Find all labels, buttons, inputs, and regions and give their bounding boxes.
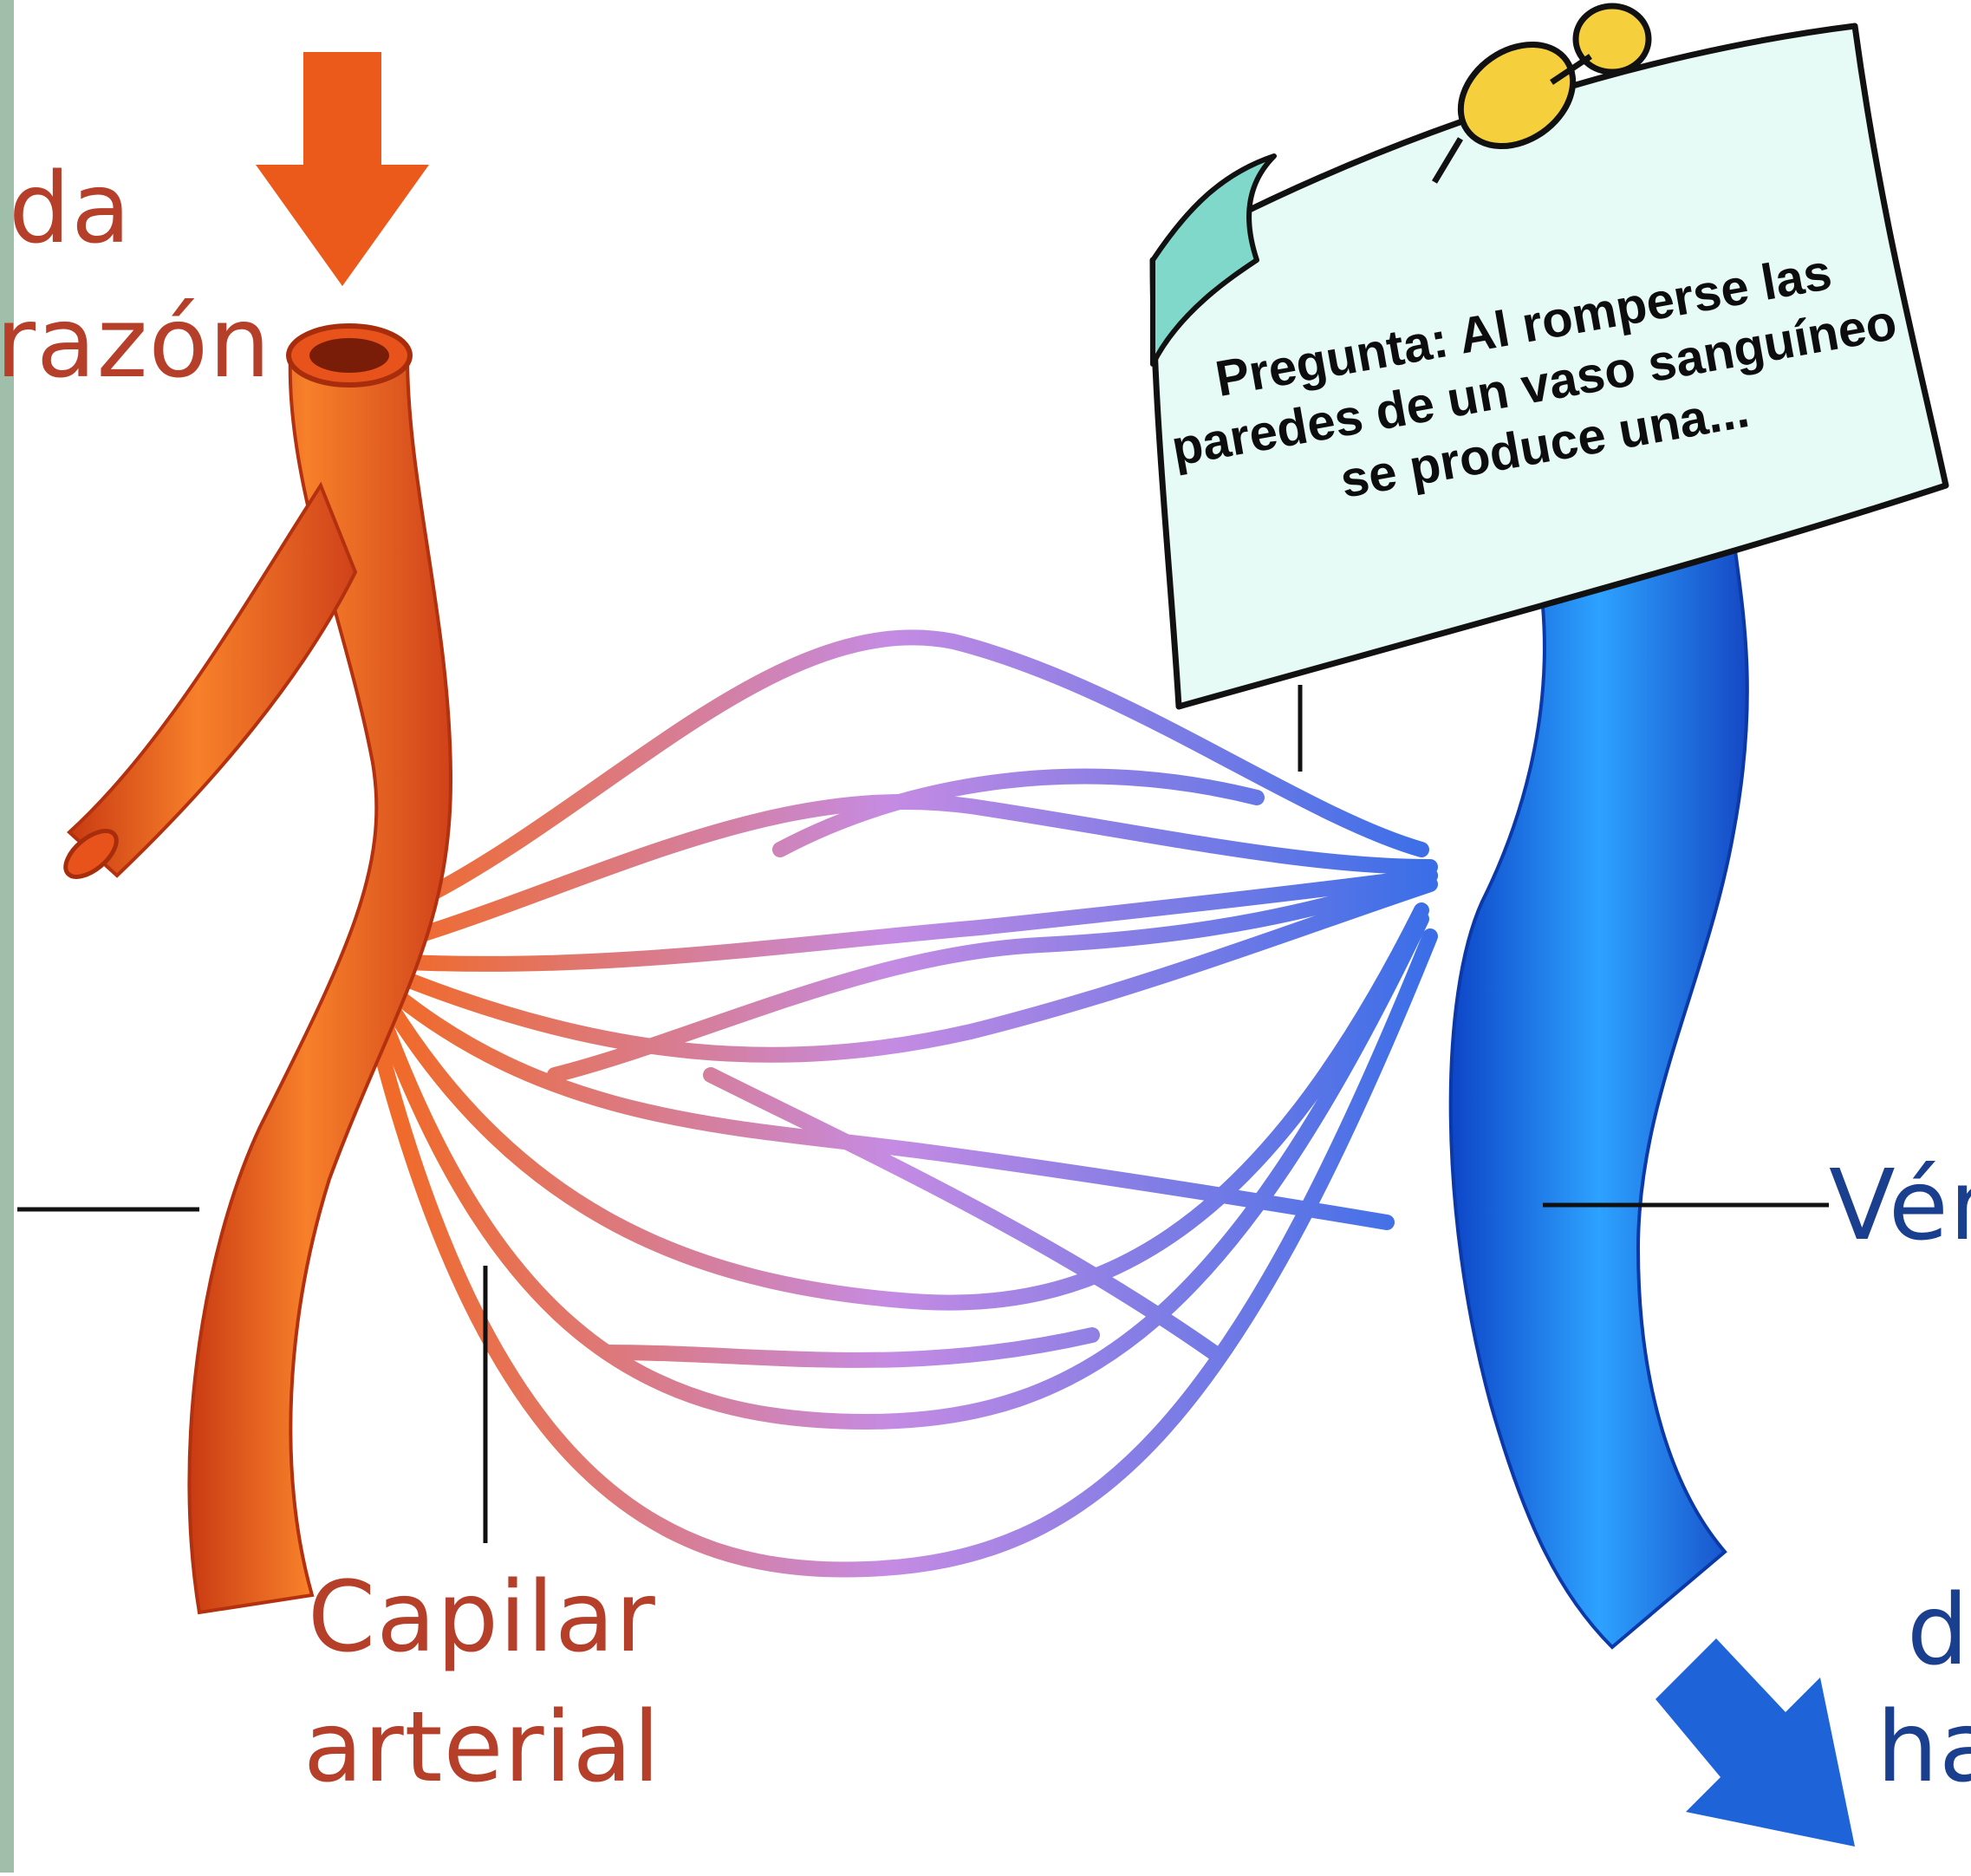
branch-opening — [63, 829, 119, 879]
label-top-left-line1: da — [9, 153, 132, 265]
capillary — [599, 1327, 1100, 1368]
capillary-network — [365, 629, 1438, 1578]
arrow-down-icon — [256, 52, 429, 286]
capillary — [408, 629, 1429, 909]
capillary — [400, 876, 1438, 1063]
label-bottom-right-line1: d — [1907, 1574, 1970, 1687]
label-bottom-right-line2: ha — [1877, 1691, 1971, 1804]
capillary — [547, 868, 1438, 1083]
label-right-mid: Vén — [1829, 1150, 1971, 1262]
label-capillary-line2: arterial — [303, 1691, 661, 1804]
leader-lines — [17, 685, 1829, 1543]
capillary — [365, 928, 1438, 1578]
capillary — [400, 868, 1438, 972]
artery — [63, 323, 453, 1615]
capillary — [408, 793, 1438, 944]
label-top-left-line2: razón — [0, 287, 271, 400]
capillary — [382, 902, 1429, 1311]
arrow-down-right-icon — [1656, 1638, 1855, 1847]
capillary — [772, 768, 1265, 857]
artery-branch — [67, 481, 358, 878]
sidebar-strip — [0, 0, 14, 1873]
sticky-note — [1149, 23, 1949, 710]
vein — [1448, 535, 1749, 1650]
note-fold — [1150, 153, 1277, 367]
label-capillary-line1: Capilar — [308, 1561, 656, 1674]
pushpin-icon — [1431, 3, 1652, 184]
artery-lumen — [309, 338, 389, 373]
capillary — [703, 1067, 1221, 1360]
capillary — [374, 911, 1429, 1430]
